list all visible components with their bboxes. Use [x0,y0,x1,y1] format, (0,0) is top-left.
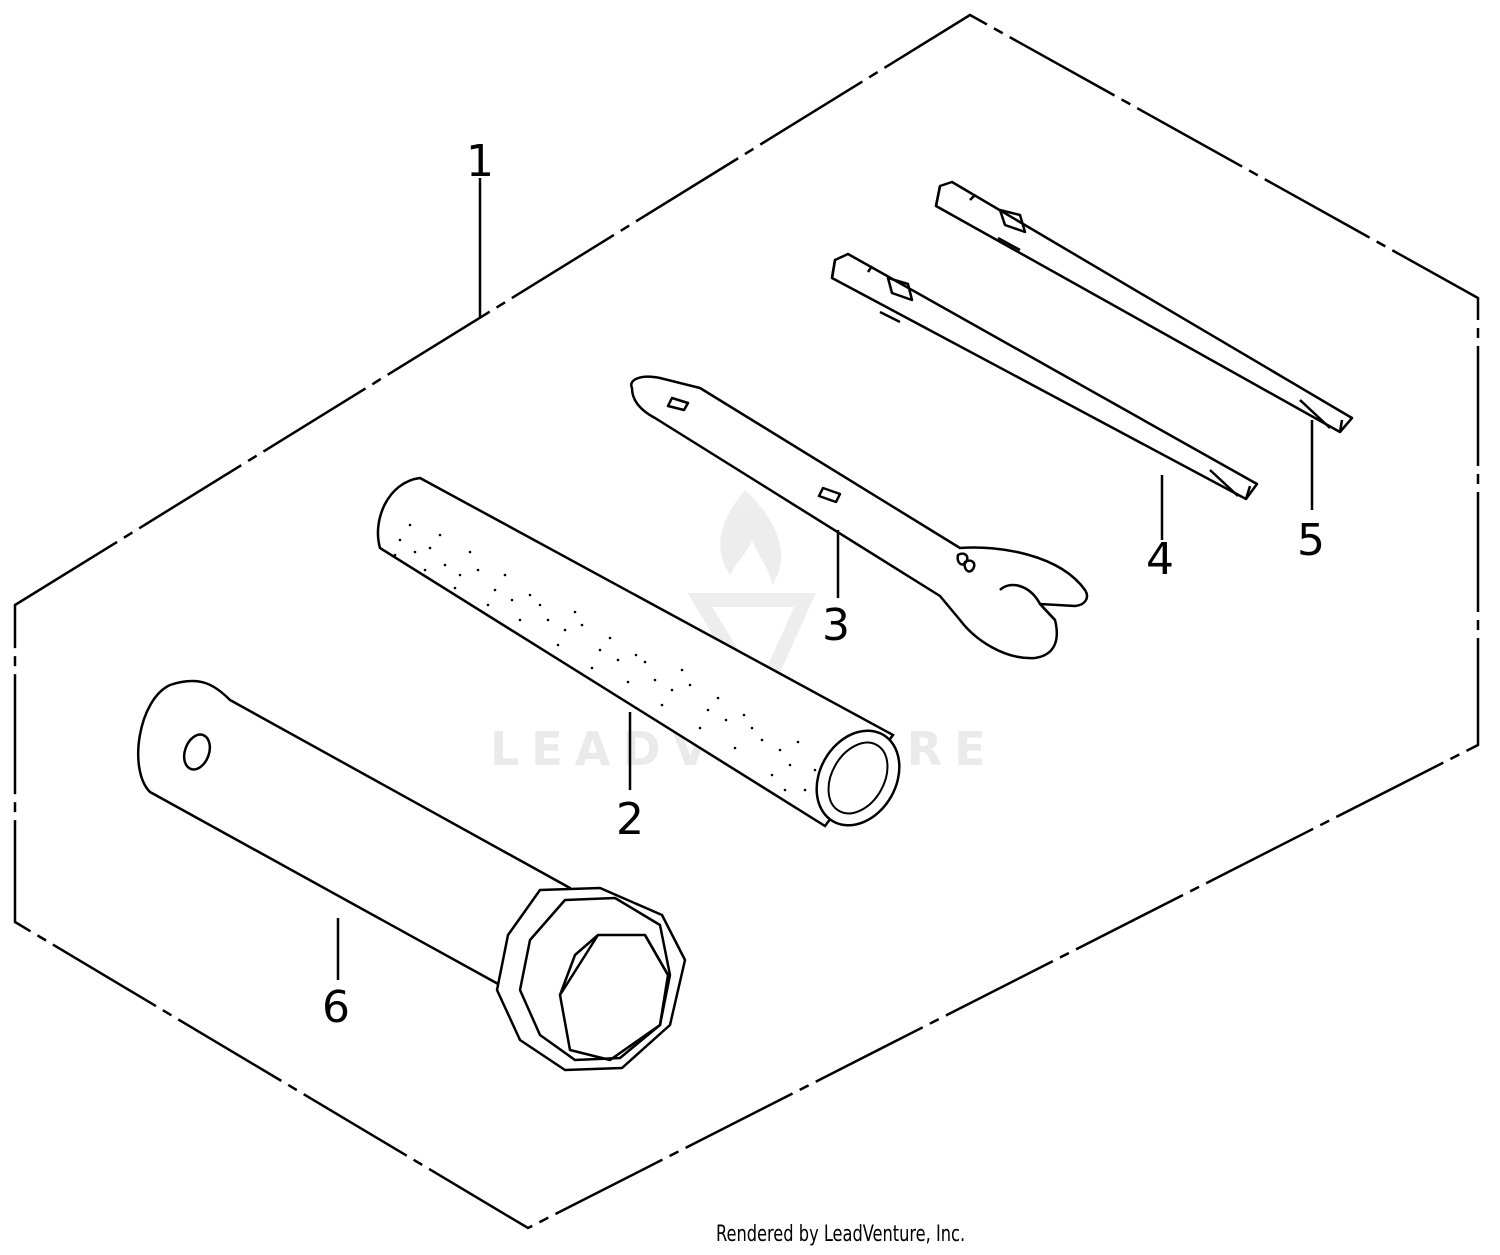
callout-2: 2 [616,794,644,845]
callouts: 1 2 3 4 5 6 [322,136,1325,1033]
part-6-socket-wrench [137,679,687,1072]
leader-lines [336,178,1314,980]
callout-3: 3 [822,600,850,651]
callout-5: 5 [1297,515,1325,566]
callout-6: 6 [322,982,350,1033]
kit-boundary [13,13,1480,1230]
part-2-tube [376,476,901,828]
tube-knurl-texture [393,523,817,792]
callout-4: 4 [1146,534,1174,585]
callout-1: 1 [466,136,494,187]
watermark-flame-icon [720,490,782,585]
render-credit: Rendered by LeadVenture, Inc. [716,1222,966,1247]
part-5-screwdriver [934,180,1354,434]
part-3-wrench [630,375,1089,660]
part-4-screwdriver [830,252,1259,501]
